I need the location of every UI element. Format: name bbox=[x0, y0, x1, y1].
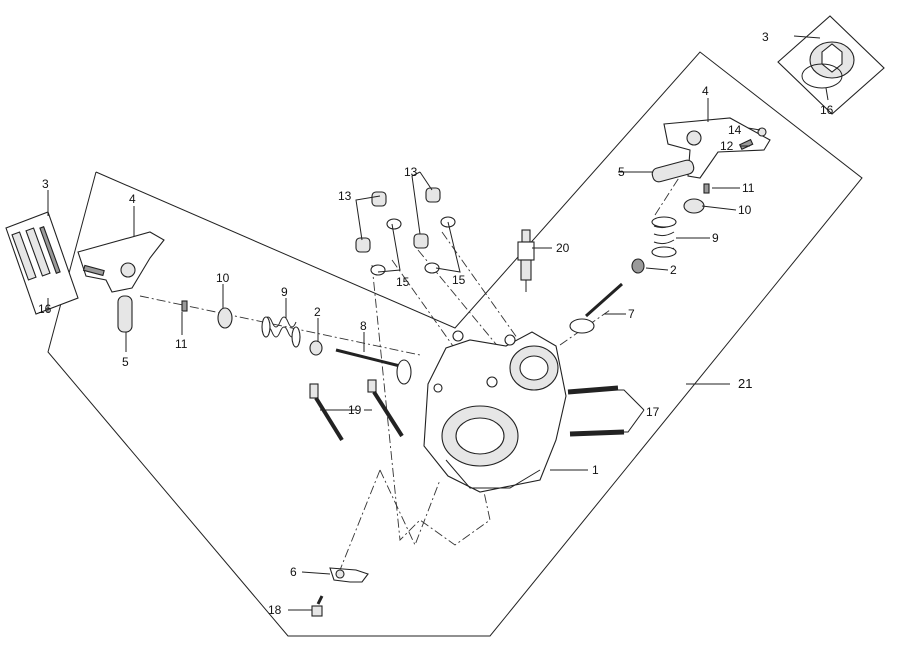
callout-18: 18 bbox=[268, 603, 282, 617]
callout-5-left: 5 bbox=[122, 355, 129, 369]
callout-17: 17 bbox=[646, 405, 660, 419]
callout-4-left: 4 bbox=[129, 192, 136, 206]
callout-16-left: 16 bbox=[38, 302, 52, 316]
callout-6: 6 bbox=[290, 565, 297, 579]
spring-retainer-right bbox=[683, 198, 705, 214]
callout-10-left: 10 bbox=[216, 271, 230, 285]
valve-seal-left bbox=[309, 340, 323, 356]
callout-19: 19 bbox=[348, 403, 362, 417]
rocker-shaft-right bbox=[651, 159, 695, 183]
valve-intake bbox=[569, 282, 623, 334]
bracket-bolt bbox=[311, 595, 324, 617]
callout-5-right: 5 bbox=[618, 165, 625, 179]
right-inset-box bbox=[777, 15, 885, 115]
callout-4-right: 4 bbox=[702, 84, 709, 98]
left-inset-box bbox=[5, 211, 79, 315]
callout-21: 21 bbox=[738, 376, 752, 391]
studs bbox=[567, 385, 625, 437]
cap-nuts bbox=[355, 187, 441, 253]
callout-11-left: 11 bbox=[175, 337, 188, 351]
assembly-outline bbox=[47, 51, 863, 637]
callout-15-left: 15 bbox=[396, 275, 410, 289]
valve-cotter-left bbox=[181, 300, 188, 312]
callout-11-right: 11 bbox=[742, 181, 755, 195]
callout-3-right: 3 bbox=[762, 30, 769, 44]
rocker-shaft-left bbox=[117, 295, 133, 333]
rocker-arm-left bbox=[77, 231, 165, 293]
valve-seal-right bbox=[631, 258, 645, 274]
callout-16-right: 16 bbox=[820, 103, 834, 117]
callout-12: 12 bbox=[720, 139, 734, 153]
bracket bbox=[329, 567, 369, 583]
locator-lines bbox=[139, 144, 701, 571]
callout-2-right: 2 bbox=[670, 263, 677, 277]
spark-plug bbox=[517, 229, 535, 292]
callout-3-left: 3 bbox=[42, 177, 49, 191]
callout-7: 7 bbox=[628, 307, 635, 321]
cylinder-head bbox=[423, 330, 567, 493]
washers bbox=[370, 216, 456, 276]
callout-14: 14 bbox=[728, 123, 742, 137]
callout-13-left: 13 bbox=[338, 189, 352, 203]
callout-15-right: 15 bbox=[452, 273, 466, 287]
valve-cotter-right bbox=[703, 183, 710, 194]
callout-13-right: 13 bbox=[404, 165, 418, 179]
callout-1: 1 bbox=[592, 463, 599, 477]
callout-labels: 3 3 4 4 16 16 5 5 10 10 11 11 9 9 2 2 8 … bbox=[38, 30, 834, 617]
callout-9-right: 9 bbox=[712, 231, 719, 245]
callout-2-left: 2 bbox=[314, 305, 321, 319]
valve-spring-right bbox=[651, 216, 677, 258]
spring-retainer-left bbox=[217, 307, 233, 329]
valve-exhaust bbox=[335, 348, 412, 385]
valve-spring-left bbox=[261, 316, 301, 348]
callout-8: 8 bbox=[360, 319, 367, 333]
callout-10-right: 10 bbox=[738, 203, 752, 217]
leader-lines bbox=[47, 35, 829, 611]
callout-9-left: 9 bbox=[281, 285, 288, 299]
head-bolts bbox=[309, 379, 404, 442]
callout-20: 20 bbox=[556, 241, 570, 255]
